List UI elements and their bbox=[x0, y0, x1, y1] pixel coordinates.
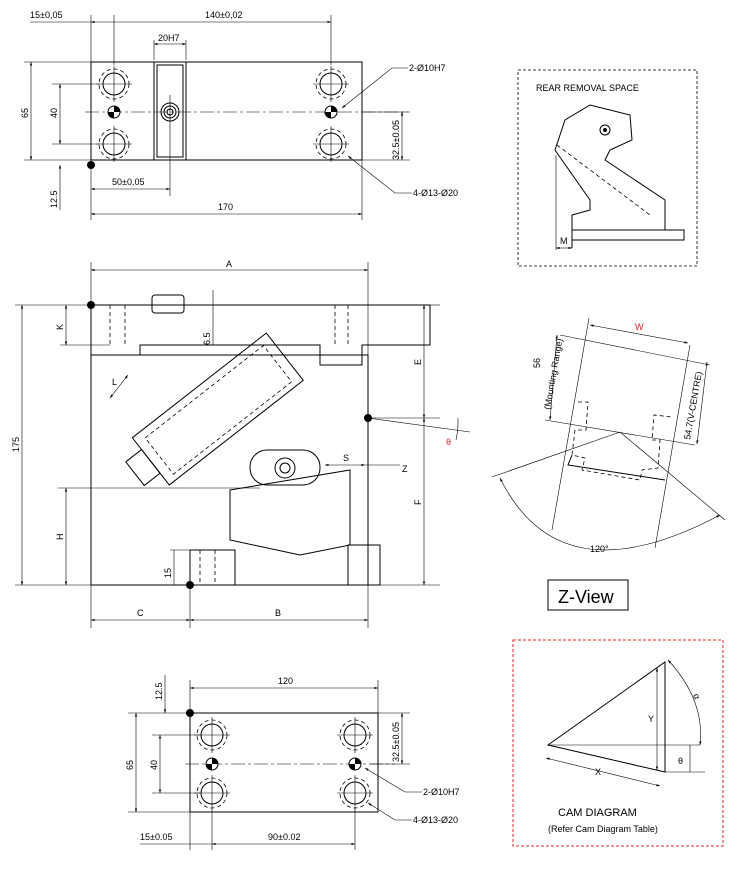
dim-e: E bbox=[413, 359, 423, 365]
label-alpha: α bbox=[691, 692, 702, 700]
dim-a: A bbox=[226, 259, 232, 269]
z-view-title: Z-View bbox=[558, 587, 615, 607]
dim-w: W bbox=[635, 322, 644, 332]
datum-marker bbox=[205, 757, 219, 771]
cam-diagram: Y X θ α CAM DIAGRAM (Refer Cam Diagram T… bbox=[512, 639, 724, 847]
rear-removal-view: REAR REMOVAL SPACE M bbox=[517, 69, 698, 267]
dim-theta: θ bbox=[446, 437, 451, 447]
dim-40: 40 bbox=[149, 760, 159, 770]
dim-15: 15±0,05 bbox=[30, 10, 62, 20]
dim-l: L bbox=[112, 377, 117, 387]
dim-b: B bbox=[275, 608, 281, 618]
dim-6-5: 6.5 bbox=[202, 332, 212, 345]
cam-note: (Refer Cam Diagram Table) bbox=[548, 824, 658, 834]
dim-50: 50±0.05 bbox=[112, 177, 144, 187]
callout-pins: 2-Ø10H7 bbox=[423, 787, 460, 797]
dim-f: F bbox=[413, 499, 423, 505]
bottom-view: 120 12.5 65 40 32.5±0.05 2-Ø10H7 4-Ø13-Ø… bbox=[125, 675, 460, 850]
dim-15: 15±0.05 bbox=[140, 832, 172, 842]
label-x: X bbox=[595, 767, 601, 777]
dim-20h7: 20H7 bbox=[158, 33, 180, 43]
dim-k: K bbox=[55, 324, 65, 330]
callout-holes: 4-Ø13-Ø20 bbox=[413, 815, 458, 825]
label-y: Y bbox=[648, 714, 654, 724]
dim-140: 140±0,02 bbox=[205, 10, 242, 20]
dim-65: 65 bbox=[125, 760, 135, 770]
dim-c: C bbox=[137, 608, 144, 618]
dim-32-5: 32.5±0.05 bbox=[391, 722, 401, 762]
dim-65: 65 bbox=[20, 108, 30, 118]
top-view: 15±0,05 140±0,02 20H7 65 40 12.5 50±0.05… bbox=[20, 10, 458, 220]
datum-marker bbox=[107, 105, 121, 119]
dim-15: 15 bbox=[163, 568, 173, 578]
dim-40: 40 bbox=[49, 108, 59, 118]
dim-90: 90±0.02 bbox=[268, 832, 300, 842]
dim-120: 120 bbox=[278, 676, 293, 686]
dim-56-note: (Mounting Range) bbox=[542, 338, 564, 411]
label-theta: θ bbox=[678, 756, 683, 766]
angle-120: 120° bbox=[590, 544, 609, 554]
dim-175: 175 bbox=[11, 437, 21, 452]
dim-56: 56 bbox=[532, 358, 542, 368]
callout-pins: 2-Ø10H7 bbox=[409, 63, 446, 73]
dim-32-5: 32.5±0.05 bbox=[391, 120, 401, 160]
cam-title: CAM DIAGRAM bbox=[558, 807, 637, 819]
z-view: W 56 (Mounting Range) 54.7(V-CENTRE) 120… bbox=[491, 317, 726, 611]
dim-12-5: 12.5 bbox=[49, 190, 59, 208]
datum-marker bbox=[348, 757, 362, 771]
dim-54-7: 54.7(V-CENTRE) bbox=[682, 371, 704, 441]
rear-title: REAR REMOVAL SPACE bbox=[536, 83, 639, 93]
dim-12-5: 12.5 bbox=[154, 682, 164, 700]
callout-holes: 4-Ø13-Ø20 bbox=[413, 188, 458, 198]
label-z: Z bbox=[402, 464, 408, 474]
datum-marker bbox=[324, 105, 338, 119]
front-view: A 175 K 6.5 E F θ H 15 C B S Z L bbox=[11, 259, 471, 628]
dim-h: H bbox=[55, 534, 65, 541]
dim-170: 170 bbox=[218, 202, 233, 212]
dim-s: S bbox=[343, 453, 349, 463]
dim-m: M bbox=[560, 236, 568, 246]
